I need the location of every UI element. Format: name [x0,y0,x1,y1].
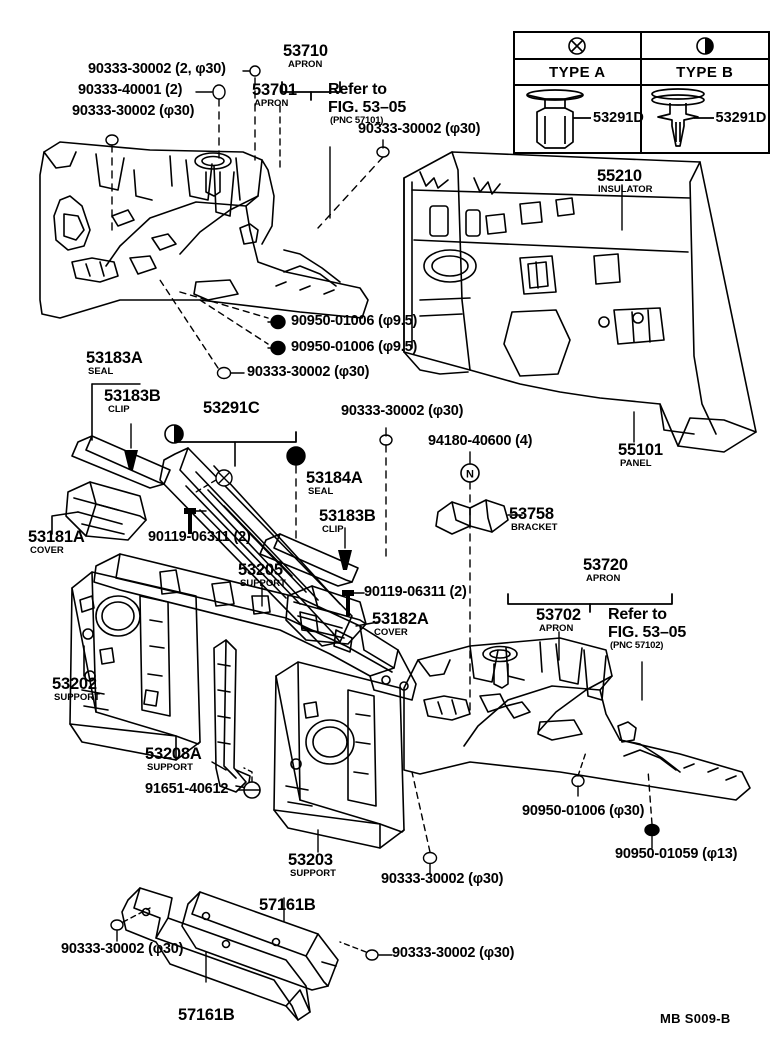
callout-90119-06311-b: 90119-06311 (2) [364,584,467,600]
callout-90333-30002-b: 90333-30002 (φ30) [358,121,481,137]
callout-53758-desc: BRACKET [511,522,558,533]
callout-53182a: 53182A [372,610,429,628]
callout-91651-40612: 91651-40612 [145,781,229,797]
callout-53183a-desc: SEAL [88,366,114,377]
clip-type-a-icon [526,89,591,149]
callout-53720: 53720 [583,556,628,574]
diagram-footer-code: MB S009-B [660,1011,731,1026]
callout-90333-30002-2: 90333-30002 (2, φ30) [88,61,226,77]
part-57161b-lower [121,887,311,1021]
callout-90333-30002-a: 90333-30002 (φ30) [72,103,195,119]
callout-53183b-right-desc: CLIP [322,524,344,535]
callout-53183b-left-desc: CLIP [108,404,130,415]
reference-2-pnc: (PNC 57102) [610,640,664,651]
callout-53181a-desc: COVER [30,545,64,556]
callout-90333-30002-d: 90333-30002 (φ30) [341,403,464,419]
callout-53702: 53702 [536,606,581,624]
callout-55101-desc: PANEL [620,458,652,469]
part-53208a-support [213,639,251,793]
callout-53701-desc: APRON [254,98,289,109]
callout-53181a: 53181A [28,528,85,546]
reference-2-line2: FIG. 53–05 [608,624,687,641]
callout-90950-01059: 90950-01059 (φ13) [615,846,738,862]
callout-53182a-desc: COVER [374,627,408,638]
callout-53183a: 53183A [86,349,143,367]
legend-cell-type-a: 53291D [515,86,644,152]
part-55101-panel [403,151,757,453]
part-53203-support [273,661,405,849]
callout-53183b-left: 53183B [104,387,161,405]
callout-53208a: 53208A [145,745,202,763]
callout-53203: 53203 [288,851,333,869]
half-filled-circle-icon [695,36,714,55]
callout-90119-06311-a: 90119-06311 (2) [148,529,251,545]
callout-57161b-upper: 57161B [259,896,316,914]
part-53702-apron [403,637,751,801]
callout-53291c: 53291C [203,399,260,417]
callout-55210-desc: INSULATOR [598,184,653,195]
part-53184a-seal [259,533,359,587]
callout-94180-40600: 94180-40600 (4) [428,433,533,449]
callout-53205: 53205 [238,561,283,579]
callout-53720-desc: APRON [586,573,621,584]
part-53181a-cover [65,481,147,541]
callout-90950-01006-c: 90950-01006 (φ30) [522,803,645,819]
part-57161b-upper [181,891,339,991]
callout-90950-01006-a: 90950-01006 (φ9.5) [291,313,418,329]
callout-57161b-lower: 57161B [178,1006,235,1024]
legend-symbol-type-b [641,33,768,60]
legend-cell-type-b: 53291D [642,86,769,152]
callout-90333-30002-g: 90333-30002 (φ30) [392,945,515,961]
callout-53205-desc: SUPPORT [240,578,286,589]
part-53183a-seal [71,435,171,489]
legend-part-type-a: 53291D [593,110,644,126]
callout-53202-desc: SUPPORT [54,692,100,703]
callout-90333-40001: 90333-40001 (2) [78,82,183,98]
part-53701-apron [39,141,369,319]
callout-90950-01006-b: 90950-01006 (φ9.5) [291,339,418,355]
callout-90333-30002-f: 90333-30002 (φ30) [61,941,184,957]
callout-53208a-desc: SUPPORT [147,762,193,773]
callout-53710: 53710 [283,42,328,60]
callout-53202: 53202 [52,675,97,693]
reference-1-line2: FIG. 53–05 [328,99,407,116]
reference-1-line1: Refer to [328,81,387,98]
svg-text:N: N [466,469,474,481]
callout-90333-30002-c: 90333-30002 (φ30) [247,364,370,380]
legend-part-type-b: 53291D [715,110,767,126]
callout-90333-30002-e: 90333-30002 (φ30) [381,871,504,887]
part-53291c-seal [159,447,353,647]
callout-53758: 53758 [509,505,554,523]
legend-symbol-type-a [515,33,642,60]
legend-label-type-b: TYPE B [641,60,768,86]
callout-53184a-desc: SEAL [308,486,334,497]
cross-circle-icon [568,36,587,55]
legend-label-type-a: TYPE A [515,60,642,86]
callout-55101: 55101 [618,441,663,459]
callout-53183b-right: 53183B [319,507,376,525]
callout-53203-desc: SUPPORT [290,868,336,879]
callout-55210: 55210 [597,167,642,185]
callout-53184a: 53184A [306,469,363,487]
clip-type-b-icon [650,88,714,147]
reference-2-line1: Refer to [608,606,667,623]
reference-1-pnc: (PNC 57101) [330,115,384,126]
callout-53710-desc: APRON [288,59,323,70]
clip-type-legend: TYPE A TYPE B 53291D [513,31,770,154]
callout-53702-desc: APRON [539,623,574,634]
callout-53701: 53701 [252,81,297,99]
part-53202-support [69,571,201,761]
part-53205-support [93,553,417,701]
